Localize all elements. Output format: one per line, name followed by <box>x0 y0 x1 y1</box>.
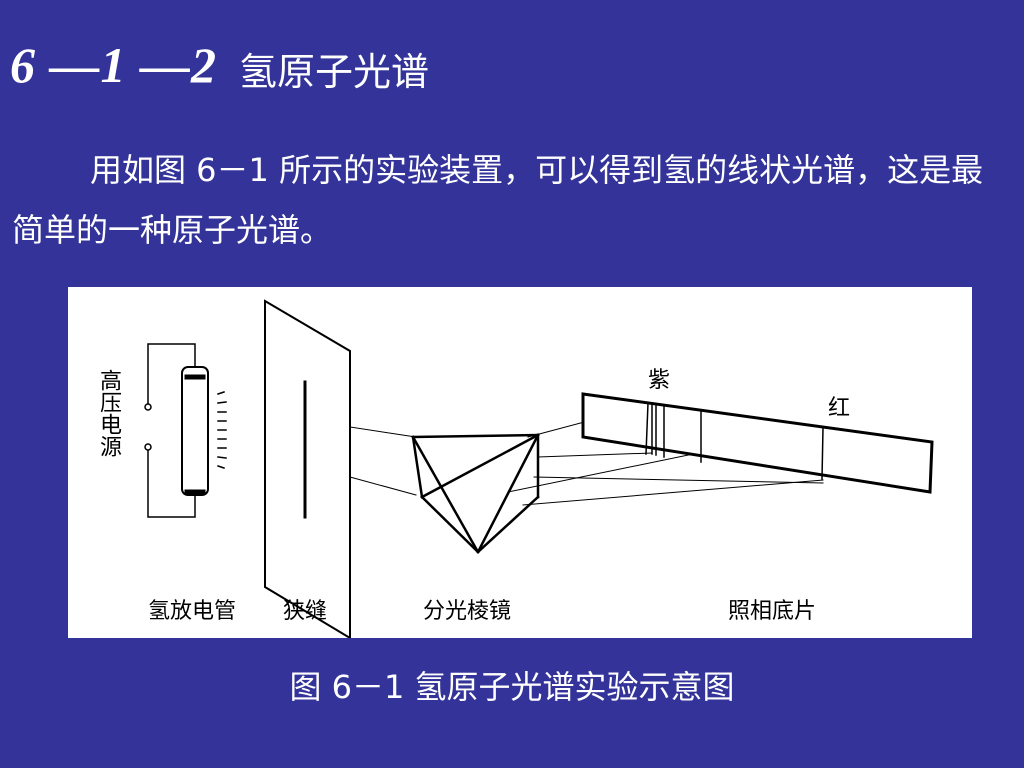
slit-label: 狭缝 <box>283 599 328 624</box>
photo-film <box>581 392 934 494</box>
circuit-wire-top <box>147 343 196 408</box>
section-number: 6 —1 —2 <box>10 37 217 93</box>
slit-plane <box>264 299 351 638</box>
discharge-tube-glass <box>181 366 209 496</box>
beam-top <box>349 426 417 438</box>
red-label: 红 <box>828 396 851 421</box>
spectral-lines <box>645 402 824 480</box>
prism-label: 分光棱镜 <box>423 599 512 624</box>
circuit-wire-bottom <box>147 446 196 518</box>
terminal-top <box>144 403 152 411</box>
power-source-label: 高压电源 <box>96 369 121 457</box>
prism-shape <box>411 433 540 554</box>
discharge-tube-label: 氢放电管 <box>148 599 237 624</box>
section-title: 氢原子光谱 <box>239 49 430 94</box>
beam-bottom <box>349 476 417 496</box>
experiment-diagram: 高压电源 氢放电管 狭缝 分光棱镜 照相底片 紫 红 <box>68 287 972 638</box>
film-label: 照相底片 <box>728 599 817 624</box>
light-dashes <box>217 391 227 469</box>
intro-paragraph: 用如图 6－1 所示的实验装置，可以得到氢的线状光谱，这是最简单的一种原子光谱。 <box>12 151 984 249</box>
terminal-bottom <box>144 443 152 451</box>
diagram-drawing <box>144 299 934 638</box>
figure-caption: 图 6－1 氢原子光谱实验示意图 <box>289 668 735 706</box>
violet-label: 紫 <box>648 368 671 393</box>
slide-title: 6 —1 —2 氢原子光谱 <box>10 30 429 100</box>
